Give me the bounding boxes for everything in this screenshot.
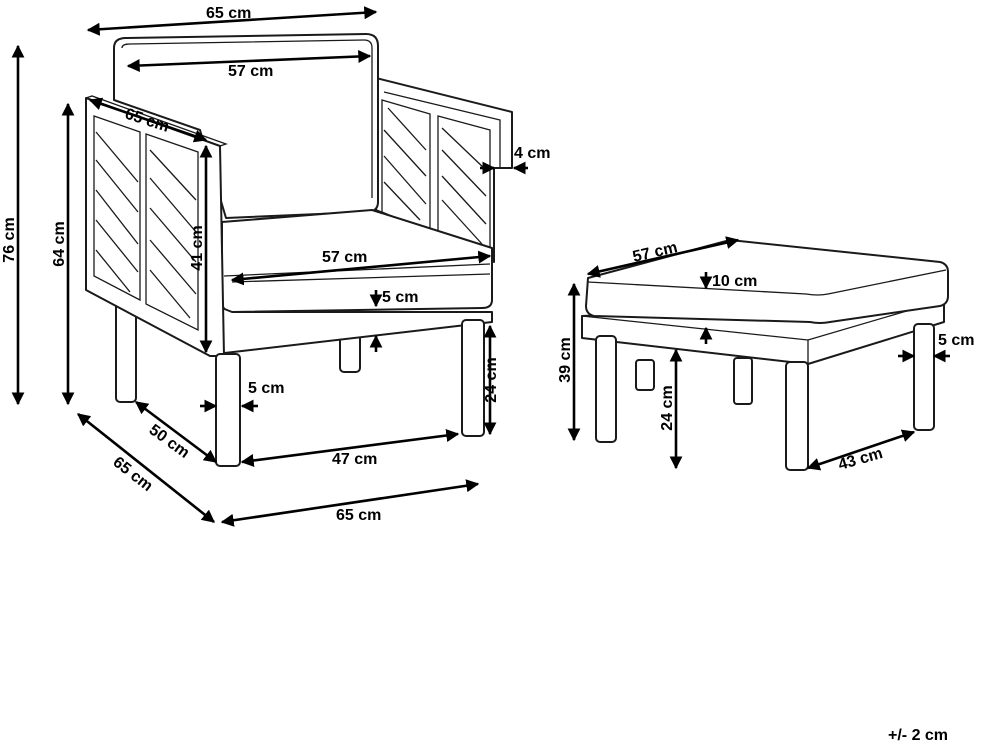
dim-line-leg-span [240,429,460,467]
label-backrest-width: 57 cm [228,63,273,80]
dim-line-backrest-width [126,49,372,73]
label-total-height: 76 cm [1,217,18,262]
label-leg-thickness: 5 cm [248,380,284,397]
dim-line-armrest-depth [88,97,208,143]
armchair-illustration [85,33,513,467]
label-ottoman-height: 39 cm [557,337,574,382]
label-ottoman-cushion: 10 cm [712,273,757,290]
label-ottoman-leg-height: 24 cm [659,385,676,430]
ottoman-illustration [581,239,949,471]
label-armrest-thickness: 4 cm [514,145,550,162]
label-armrest-height: 64 cm [51,221,68,266]
dim-line-ottoman-width [586,236,740,278]
label-ottoman-leg-thickness: 5 cm [938,332,974,349]
tolerance-note: +/- 2 cm [888,727,948,744]
label-leg-height: 24 cm [483,357,500,402]
label-base-depth: 65 cm [110,454,156,495]
label-cushion-thickness: 5 cm [382,289,418,306]
label-base-width: 65 cm [336,507,381,524]
label-leg-span: 47 cm [332,451,377,468]
label-top-width: 65 cm [206,5,251,22]
dim-line-top-width [86,6,378,36]
label-backrest-height: 41 cm [189,225,206,270]
label-seat-width: 57 cm [322,249,367,266]
dim-line-base-width [220,479,480,527]
dim-line-seat-width [230,250,492,286]
dim-line-ottoman-depth [806,429,916,471]
dim-line-base-depth [76,412,216,524]
armchair-dimensions: 65 cm 57 cm 65 cm 4 cm 76 cm 64 cm 41 cm… [1,5,550,527]
